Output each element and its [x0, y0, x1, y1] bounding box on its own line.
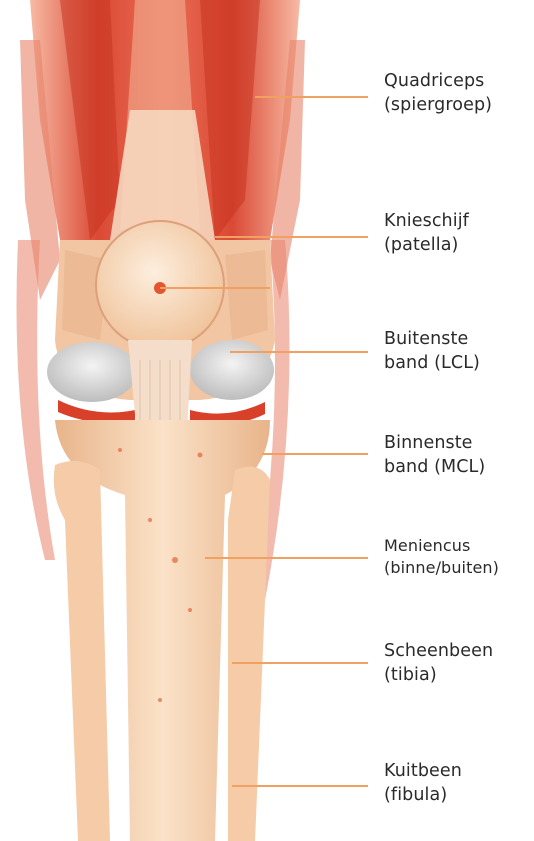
label-patella-line2: (patella): [384, 234, 469, 258]
label-quadriceps-line2: (spiergroep): [384, 94, 492, 118]
label-quadriceps-line1: Quadriceps: [384, 70, 492, 94]
label-tibia-line2: (tibia): [384, 664, 493, 688]
label-tibia: Scheenbeen (tibia): [384, 640, 493, 687]
fibula-bone-left: [54, 461, 110, 841]
label-patella-line1: Knieschijf: [384, 210, 469, 234]
label-mcl-line2: band (MCL): [384, 456, 485, 480]
label-mcl: Binnenste band (MCL): [384, 432, 485, 479]
label-lcl: Buitenste band (LCL): [384, 328, 480, 375]
medial-cartilage: [190, 340, 274, 400]
meniscus-band: [58, 400, 135, 423]
label-lcl-line2: band (LCL): [384, 352, 480, 376]
label-meniscus: Meniencus (binne/buiten): [384, 535, 499, 578]
lateral-cartilage: [47, 342, 137, 402]
label-fibula: Kuitbeen (fibula): [384, 760, 462, 807]
label-patella: Knieschijf (patella): [384, 210, 469, 257]
lateral-fascia: [17, 240, 55, 560]
label-tibia-line1: Scheenbeen: [384, 640, 493, 664]
label-lcl-line1: Buitenste: [384, 328, 480, 352]
label-mcl-line1: Binnenste: [384, 432, 485, 456]
label-fibula-line2: (fibula): [384, 784, 462, 808]
fibula-bone-right: [228, 467, 270, 841]
label-quadriceps: Quadriceps (spiergroep): [384, 70, 492, 117]
label-meniscus-line1: Meniencus: [384, 535, 499, 557]
label-fibula-line1: Kuitbeen: [384, 760, 462, 784]
label-meniscus-line2: (binne/buiten): [384, 557, 499, 579]
